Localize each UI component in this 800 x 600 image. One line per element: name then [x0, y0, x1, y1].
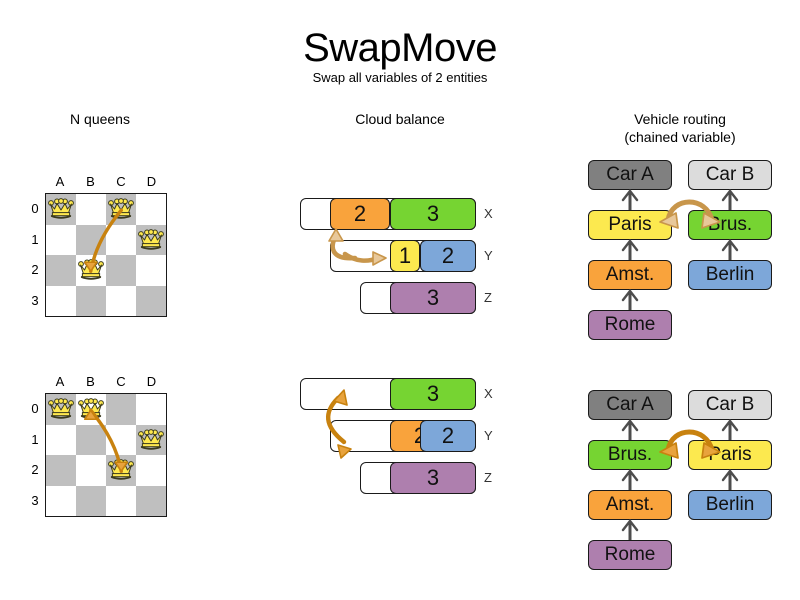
cloud-process-orange[interactable]: 2	[330, 198, 390, 230]
queen-icon	[138, 228, 164, 250]
board-cell-D2[interactable]	[136, 255, 166, 286]
board-cell-A0[interactable]	[46, 394, 76, 425]
column-header-cloud-balance: Cloud balance	[355, 111, 445, 127]
board-file-label-C: C	[116, 174, 126, 189]
board-cell-A3[interactable]	[46, 485, 76, 516]
cloud-process-purple[interactable]: 3	[390, 462, 476, 494]
column-header-nqueens: N queens	[70, 111, 130, 127]
board-file-label-C: C	[116, 374, 126, 389]
cloud-computer-label-X: X	[484, 386, 493, 401]
board-rank-label-1: 1	[31, 431, 39, 447]
cloud-process-green[interactable]: 3	[390, 378, 476, 410]
board-cell-D1[interactable]	[136, 424, 166, 455]
cloud-process-yellow[interactable]: 1	[390, 240, 420, 272]
vrp-chain-arrows	[621, 419, 739, 540]
board-cell-A1[interactable]	[46, 224, 76, 255]
cloud-process-blue[interactable]: 2	[420, 420, 476, 452]
board-cell-A3[interactable]	[46, 285, 76, 316]
board-cell-A2[interactable]	[46, 455, 76, 486]
board-rank-label-0: 0	[31, 401, 39, 416]
page-title: SwapMove	[303, 26, 497, 70]
vrp-node-berlin[interactable]: Berlin	[688, 260, 772, 290]
cloud-computer-row-X: 13X	[0, 378, 540, 410]
cloud-computer-label-Z: Z	[484, 290, 492, 305]
column-header-vehicle-routing-line2: (chained variable)	[624, 129, 736, 145]
board-cell-B3[interactable]	[76, 485, 106, 516]
board-rank-label-2: 2	[31, 262, 39, 277]
board-cell-D1[interactable]	[136, 224, 166, 255]
vrp-node-rome[interactable]: Rome	[588, 310, 672, 340]
vrp-node-car-b[interactable]: Car B	[688, 160, 772, 190]
nqueens-board-after: A B C D 0 1 2 3	[31, 375, 167, 517]
queen-icon	[48, 398, 74, 419]
vrp-node-brus[interactable]: Brus.	[588, 440, 672, 470]
vrp-node-car-a[interactable]: Car A	[588, 160, 672, 190]
page-subtitle: Swap all variables of 2 entities	[312, 70, 488, 85]
board-rank-label-1: 1	[31, 231, 39, 247]
cloud-computer-label-X: X	[484, 206, 493, 221]
queen-icon	[48, 198, 74, 219]
chessboard-grid	[45, 193, 167, 317]
board-cell-B3[interactable]	[76, 285, 106, 316]
vrp-node-rome[interactable]: Rome	[588, 540, 672, 570]
vrp-node-car-b[interactable]: Car B	[688, 390, 772, 420]
board-cell-A0[interactable]	[46, 194, 76, 225]
board-rank-label-3: 3	[31, 492, 39, 508]
cloud-balance-after: 13X22Y3Z	[0, 378, 540, 494]
vrp-node-brus[interactable]: Brus.	[688, 210, 772, 240]
cloud-computer-label-Y: Y	[484, 428, 493, 443]
board-cell-A2[interactable]	[46, 255, 76, 286]
board-rank-label-0: 0	[31, 201, 39, 216]
column-header-vehicle-routing-line1: Vehicle routing	[634, 111, 726, 127]
vrp-node-car-a[interactable]: Car A	[588, 390, 672, 420]
vrp-node-paris[interactable]: Paris	[588, 210, 672, 240]
cloud-process-green[interactable]: 3	[390, 198, 476, 230]
column-header-vehicle-routing: Vehicle routing (chained variable)	[550, 110, 800, 146]
vrp-node-berlin[interactable]: Berlin	[688, 490, 772, 520]
board-file-label-B: B	[86, 374, 95, 389]
board-cell-A1[interactable]	[46, 424, 76, 455]
board-file-label-D: D	[146, 374, 157, 389]
board-file-label-D: D	[146, 174, 157, 189]
board-file-label-B: B	[86, 174, 95, 189]
board-cell-D3[interactable]	[136, 485, 166, 516]
cloud-computer-label-Z: Z	[484, 470, 492, 485]
board-file-label-A: A	[55, 174, 65, 189]
board-rank-label-2: 2	[31, 462, 39, 477]
cloud-process-purple[interactable]: 3	[390, 282, 476, 314]
cloud-computer-row-Y: 22Y	[0, 420, 540, 452]
cloud-computer-label-Y: Y	[484, 248, 493, 263]
cloud-process-blue[interactable]: 2	[420, 240, 476, 272]
board-cell-D0[interactable]	[136, 194, 166, 225]
board-cell-D3[interactable]	[136, 285, 166, 316]
board-file-label-A: A	[55, 374, 65, 389]
vrp-node-amst[interactable]: Amst.	[588, 490, 672, 520]
board-cell-D2[interactable]	[136, 455, 166, 486]
vrp-chain-arrows	[621, 189, 739, 310]
board-cell-C3[interactable]	[106, 285, 136, 316]
board-rank-label-3: 3	[31, 292, 39, 308]
board-cell-C3[interactable]	[106, 485, 136, 516]
vrp-node-paris[interactable]: Paris	[688, 440, 772, 470]
queen-icon	[138, 428, 164, 450]
vrp-node-amst[interactable]: Amst.	[588, 260, 672, 290]
board-cell-D0[interactable]	[136, 394, 166, 425]
